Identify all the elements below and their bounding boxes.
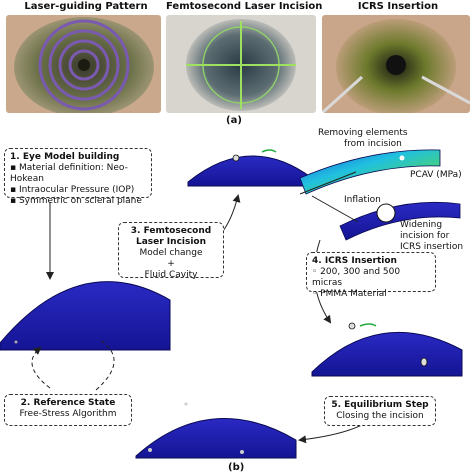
mesh-reference-state (0, 281, 171, 351)
step-1-title: 1. Eye Model building (10, 152, 120, 162)
femtosecond-photo (166, 15, 316, 113)
step-1-line-1: Material definition: Neo-Hokean (10, 163, 146, 185)
panel-a-label: (a) (226, 115, 242, 126)
photo-title-laser-guiding: Laser-guiding Pattern (24, 1, 148, 12)
step-3-line-1: Model change (139, 248, 203, 258)
step-3-title: 3. Femtosecond Laser Incision (130, 226, 212, 247)
icrs-insertion-photo (322, 15, 470, 113)
step-1-line-3: Symmetric on scleral plane (10, 196, 146, 207)
step-4-line-2: PMMA Material (312, 289, 430, 300)
panel-b-label: (b) (228, 462, 245, 473)
anno-from-incision: from incision (344, 139, 402, 149)
step-1-line-2: Intraocular Pressure (IOP) (10, 185, 146, 196)
step-5-title: 5. Equilibrium Step (331, 400, 429, 410)
mesh-icrs-inserted (311, 322, 463, 377)
mesh-equilibrium (135, 402, 297, 459)
step-2-title: 2. Reference State (20, 398, 116, 408)
inflation-mesh (339, 201, 461, 241)
step-2-reference-box: 2. Reference State Free-Stress Algorithm (4, 394, 132, 426)
step-5-line-1: Closing the incision (336, 411, 424, 421)
step-3-line-3: Fluid Cavity (144, 270, 198, 280)
step-1-eye-model-box: 1. Eye Model building Material definitio… (4, 148, 152, 206)
step-3-line-2: + (167, 259, 175, 269)
anno-widening: Widening (400, 220, 443, 230)
photo-title-femtosecond: Femtosecond Laser Incision (166, 1, 323, 12)
photo-title-icrs: ICRS Insertion (357, 1, 439, 12)
anno-inflation: Inflation (344, 195, 381, 205)
laser-guiding-photo (6, 15, 161, 113)
pcav-heatmap (299, 149, 441, 195)
step-4-title: 4. ICRS Insertion (312, 256, 397, 266)
step-4-line-1: 200, 300 and 500 micras (312, 267, 430, 289)
step-4-icrs-box: 4. ICRS Insertion 200, 300 and 500 micra… (306, 252, 436, 299)
anno-removing: Removing elements (318, 128, 408, 138)
anno-pcav: PCAV (MPa) (410, 170, 462, 180)
anno-widening-2: incision for (400, 231, 450, 241)
mesh-incision-model (187, 149, 313, 187)
anno-widening-3: ICRS insertion (400, 242, 464, 252)
step-2-line-1: Free-Stress Algorithm (19, 409, 117, 419)
step-3-femtosecond-box: 3. Femtosecond Laser Incision Model chan… (118, 222, 224, 280)
step-5-equilibrium-box: 5. Equilibrium Step Closing the incision (324, 396, 436, 426)
